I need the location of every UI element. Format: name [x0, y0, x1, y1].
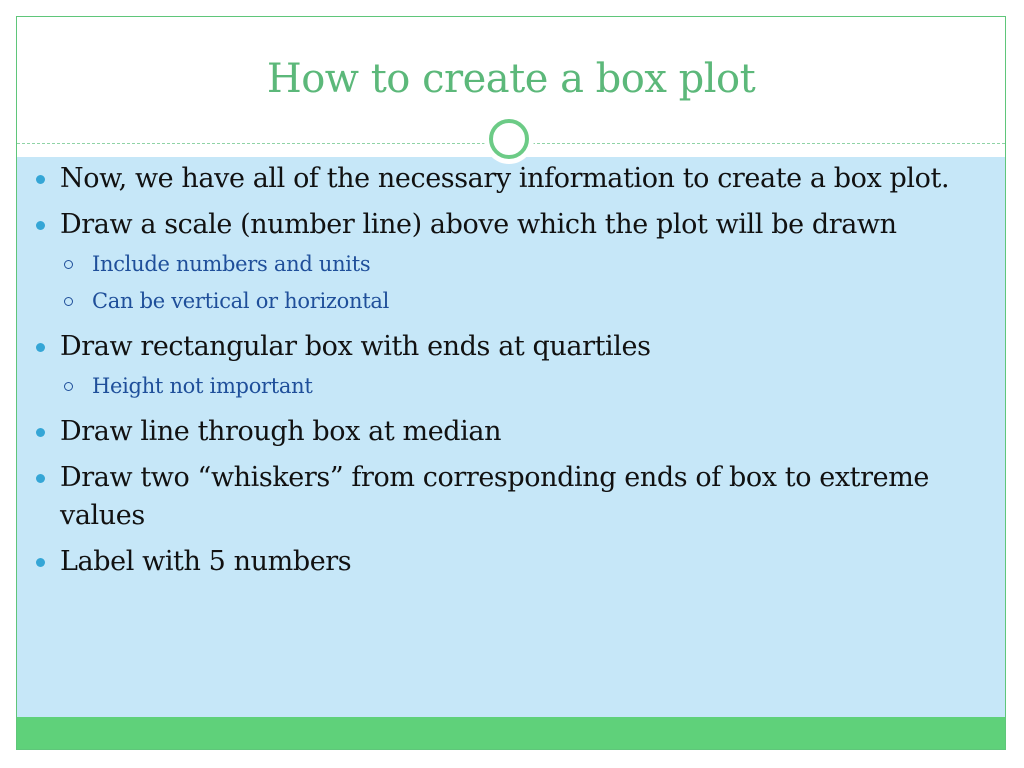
- bullet-text: Draw a scale (number line) above which t…: [60, 209, 897, 240]
- sub-bullet-text: Can be vertical or horizontal: [92, 289, 389, 313]
- sub-bullet-list: Include numbers and units Can be vertica…: [60, 246, 956, 320]
- bullet-text: Now, we have all of the necessary inform…: [60, 163, 950, 194]
- filled-circle-bullet-icon: [36, 343, 45, 352]
- sub-bullet-item: Can be vertical or horizontal: [60, 283, 956, 320]
- sub-bullet-text: Include numbers and units: [92, 252, 371, 276]
- sub-bullet-item: Include numbers and units: [60, 246, 956, 283]
- hollow-circle-bullet-icon: [64, 260, 73, 269]
- sub-bullet-text: Height not important: [92, 374, 313, 398]
- ring-ornament-icon: [484, 114, 534, 164]
- slide-frame: How to create a box plot: [16, 16, 1006, 750]
- slide-title: How to create a box plot: [266, 56, 756, 102]
- footer-band: [17, 717, 1005, 749]
- bullet-text: Draw two “whiskers” from corresponding e…: [60, 462, 929, 531]
- bullet-item: Now, we have all of the necessary inform…: [36, 160, 956, 198]
- filled-circle-bullet-icon: [36, 558, 45, 567]
- bullet-item: Draw two “whiskers” from corresponding e…: [36, 459, 956, 535]
- sub-bullet-item: Height not important: [60, 368, 956, 405]
- bullet-item: Label with 5 numbers: [36, 543, 956, 581]
- bullet-item: Draw rectangular box with ends at quarti…: [36, 328, 956, 405]
- bullet-text: Label with 5 numbers: [60, 546, 352, 577]
- bullet-item: Draw line through box at median: [36, 413, 956, 451]
- filled-circle-bullet-icon: [36, 175, 45, 184]
- filled-circle-bullet-icon: [36, 428, 45, 437]
- bullet-text: Draw rectangular box with ends at quarti…: [60, 331, 651, 362]
- filled-circle-bullet-icon: [36, 221, 45, 230]
- filled-circle-bullet-icon: [36, 474, 45, 483]
- sub-bullet-list: Height not important: [60, 368, 956, 405]
- bullet-text: Draw line through box at median: [60, 416, 502, 447]
- hollow-circle-bullet-icon: [64, 382, 73, 391]
- bullet-list: Now, we have all of the necessary inform…: [36, 160, 956, 589]
- hollow-circle-bullet-icon: [64, 297, 73, 306]
- bullet-item: Draw a scale (number line) above which t…: [36, 206, 956, 320]
- ornament-ring: [489, 119, 529, 159]
- content-area: [17, 157, 1005, 717]
